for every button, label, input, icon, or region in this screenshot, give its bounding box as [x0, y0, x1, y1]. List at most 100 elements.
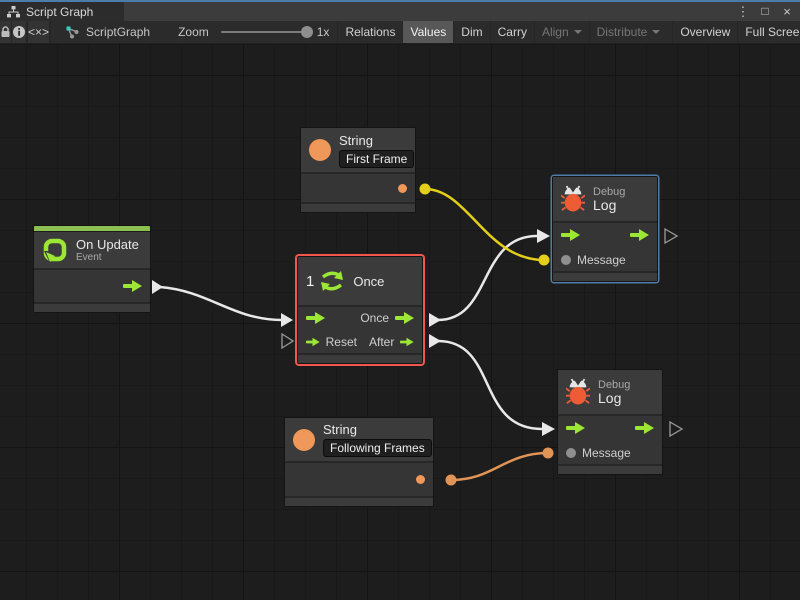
node-debug-log-top[interactable]: Debug Log Message	[552, 176, 658, 282]
node-once[interactable]: 1 Once Once	[297, 256, 423, 364]
flow-out-connector-empty[interactable]	[669, 420, 684, 438]
node-footer	[301, 202, 415, 212]
debug-bug-icon	[561, 185, 585, 212]
node-footer	[558, 464, 662, 474]
lock-button[interactable]	[0, 21, 12, 43]
value-in-connector[interactable]	[542, 447, 554, 459]
node-header: 1 Once	[298, 257, 422, 307]
flow-out-connector-empty[interactable]	[664, 227, 679, 245]
wire-stringbottom-message[interactable]	[450, 451, 549, 482]
distribute-label: Distribute	[596, 25, 648, 39]
value-out-connector[interactable]	[445, 474, 457, 486]
wire-once-debugbottom[interactable]	[437, 339, 543, 431]
string-output-port[interactable]	[416, 475, 425, 484]
node-on-update[interactable]: On Update Event	[33, 225, 151, 313]
string-output-port[interactable]	[398, 183, 407, 193]
tab-bar: Script Graph	[0, 2, 800, 21]
window-close-icon[interactable]: ×	[783, 4, 791, 19]
inspect-toggle-button[interactable]: <×>	[28, 21, 51, 43]
node-subtitle: Log	[598, 389, 622, 406]
lock-icon	[1, 26, 10, 37]
values-toggle[interactable]: Values	[402, 21, 454, 43]
dim-toggle[interactable]: Dim	[453, 21, 489, 43]
node-title: Once	[353, 273, 385, 289]
node-header: String First Frame	[301, 128, 415, 174]
string-value-input[interactable]: Following Frames	[323, 439, 432, 457]
carry-toggle[interactable]: Carry	[489, 21, 534, 43]
message-port-label: Message	[577, 252, 626, 267]
node-header: String Following Frames	[285, 418, 433, 463]
align-dropdown: Align	[533, 21, 589, 43]
info-button[interactable]	[12, 21, 27, 43]
align-label: Align	[541, 25, 569, 39]
node-debug-log-bottom[interactable]: Debug Log Message	[557, 369, 663, 475]
flow-output-port[interactable]	[630, 228, 649, 241]
string-literal-icon	[293, 428, 315, 451]
node-title: String	[339, 132, 373, 148]
message-input-port[interactable]	[561, 254, 571, 265]
flow-input-port[interactable]	[306, 312, 325, 324]
reset-input-port[interactable]	[306, 336, 320, 348]
node-footer	[553, 271, 657, 281]
zoom-slider-handle[interactable]	[300, 26, 313, 38]
tab-title: Script Graph	[26, 4, 94, 19]
once-output-port[interactable]	[395, 312, 414, 324]
node-header: Debug Log	[553, 177, 657, 223]
node-string-first-frame[interactable]: String First Frame	[300, 127, 416, 213]
chevron-down-icon	[573, 30, 582, 34]
debug-bug-icon	[566, 378, 590, 405]
node-footer	[285, 496, 433, 506]
once-cycle-icon	[321, 271, 344, 291]
wire-onupdate-once[interactable]	[159, 285, 284, 322]
window-maximize-icon[interactable]: □	[761, 4, 769, 18]
node-header: Debug Log	[558, 370, 662, 416]
graph-reference[interactable]: ScriptGraph	[51, 21, 156, 43]
value-in-connector[interactable]	[538, 254, 550, 266]
flow-out-connector[interactable]	[152, 280, 163, 294]
flow-out-connector[interactable]	[429, 334, 441, 348]
overview-button[interactable]: Overview	[672, 21, 737, 43]
on-update-loop-icon	[43, 238, 67, 262]
node-title: Debug	[593, 185, 626, 198]
node-title: String	[323, 422, 357, 437]
full-screen-button[interactable]: Full Screen	[737, 21, 800, 43]
graph-toolbar: <×> ScriptGraph Zoom 1x Relations Values…	[0, 21, 800, 44]
after-port-label: After	[369, 335, 395, 349]
window-menu-icon[interactable]: ⋮	[736, 4, 750, 19]
node-title: On Update	[76, 236, 139, 252]
flow-output-port[interactable]	[123, 280, 142, 292]
once-count: 1	[306, 272, 315, 290]
toolbar-separator	[50, 21, 52, 43]
node-string-following-frames[interactable]: String Following Frames	[284, 417, 434, 507]
script-graph-icon	[66, 26, 79, 39]
wire-stringtop-message[interactable]	[424, 187, 545, 262]
flow-input-port[interactable]	[561, 228, 580, 241]
reset-in-connector-empty[interactable]	[281, 332, 295, 350]
relations-toggle[interactable]: Relations	[337, 21, 402, 43]
message-input-port[interactable]	[566, 447, 576, 458]
string-value-input[interactable]: First Frame	[339, 149, 415, 168]
flow-in-connector[interactable]	[281, 313, 293, 327]
graph-hierarchy-icon	[7, 5, 20, 17]
tab-script-graph[interactable]: Script Graph	[0, 2, 124, 21]
flow-in-connector[interactable]	[542, 422, 555, 436]
reset-port-label: Reset	[325, 335, 357, 349]
once-port-label: Once	[360, 311, 389, 325]
zoom-slider[interactable]	[220, 26, 313, 38]
flow-out-connector[interactable]	[429, 313, 441, 327]
node-footer	[34, 302, 150, 312]
wire-once-debugtop[interactable]	[437, 234, 538, 322]
value-out-connector[interactable]	[419, 183, 431, 195]
flow-output-port[interactable]	[635, 421, 654, 434]
string-literal-icon	[309, 139, 331, 161]
node-subtitle: Event	[76, 251, 102, 263]
zoom-value: 1x	[316, 25, 330, 39]
node-header: On Update Event	[34, 232, 150, 270]
graph-canvas[interactable]: String First Frame On Update Event	[0, 44, 800, 600]
flow-in-connector[interactable]	[537, 229, 550, 243]
after-output-port[interactable]	[400, 336, 414, 348]
chevron-down-icon	[652, 30, 661, 34]
event-accent-bar	[34, 226, 150, 232]
flow-input-port[interactable]	[566, 421, 585, 434]
window-focus-line	[0, 0, 800, 2]
